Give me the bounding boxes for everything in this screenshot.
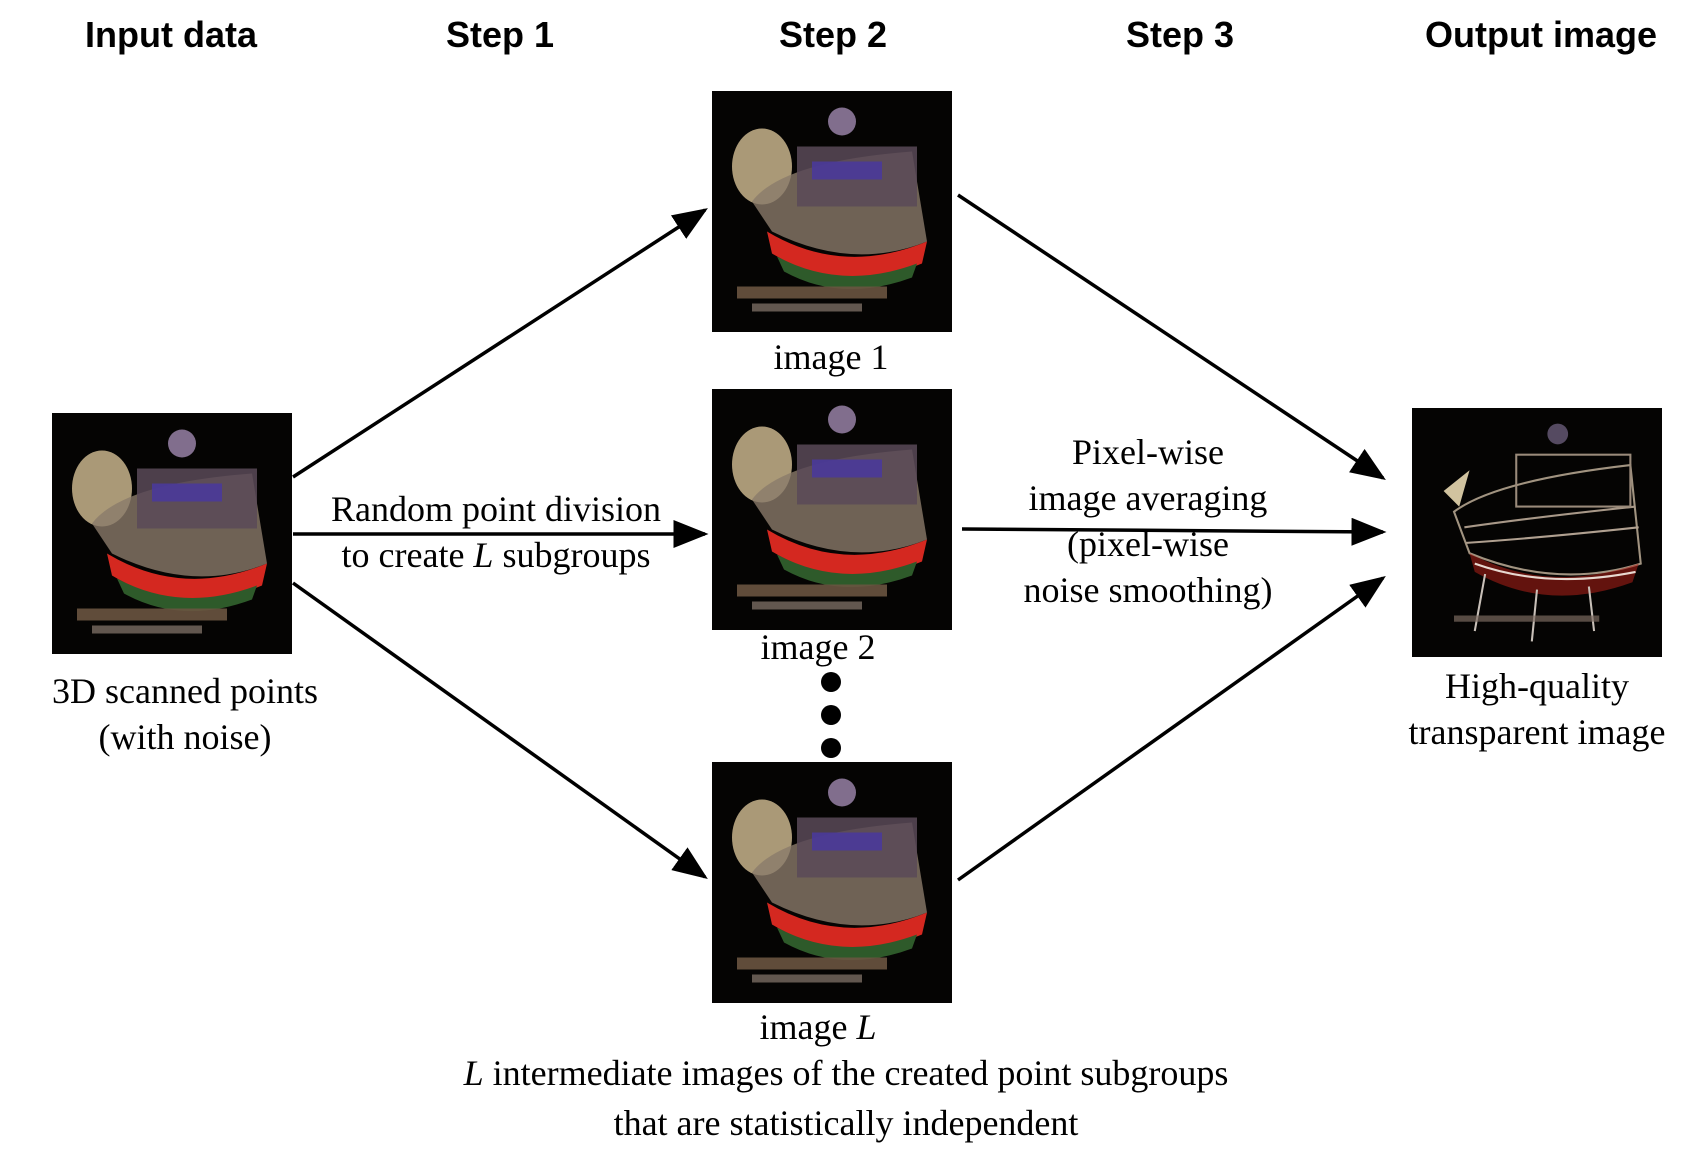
intermediate-image-L: [712, 762, 952, 1003]
step3-label-line2: image averaging: [1028, 478, 1268, 518]
step1-label-line2-post: subgroups: [493, 535, 651, 575]
intermediate-image-1: [712, 91, 952, 332]
transparent-ship-icon: [1443, 423, 1642, 642]
step3-label: Pixel-wise image averaging (pixel-wise n…: [1024, 429, 1273, 613]
output-label-line1: High-quality: [1445, 666, 1629, 706]
imageL-label: image L: [760, 1004, 877, 1050]
step1-label-line2-pre: to create: [341, 535, 474, 575]
header-step-2: Step 2: [778, 14, 888, 55]
input-label-line2: (with noise): [98, 717, 272, 757]
output-label: High-quality transparent image: [1409, 663, 1666, 755]
arrow-input-to-image1: [292, 208, 708, 479]
header-input-data: Input data: [85, 14, 257, 55]
intermediate-image-2: [712, 389, 952, 630]
step3-label-line3: (pixel-wise: [1067, 524, 1229, 564]
imageL-label-pre: image: [759, 1007, 857, 1047]
arrow-imageL-to-output: [956, 575, 1386, 882]
image1-label: image 1: [773, 337, 889, 377]
imageL-label-variable: L: [856, 1007, 877, 1047]
image2-label: image 2: [760, 627, 876, 667]
step3-label-line4: noise smoothing): [1023, 570, 1273, 610]
ellipsis-dot-3: [821, 738, 841, 758]
output-transparent-image: [1412, 408, 1662, 657]
ship-point-cloud-icon: [732, 107, 927, 312]
ellipsis-dot-2: [821, 705, 841, 725]
ship-point-cloud-icon: [732, 778, 927, 983]
step1-label-variable: L: [473, 535, 494, 575]
header-step-3: Step 3: [1125, 14, 1235, 55]
input-label-line1: 3D scanned points: [52, 671, 318, 711]
step1-label: Random point division to create L subgro…: [331, 486, 661, 578]
step1-label-line1: Random point division: [330, 489, 662, 529]
caption-line1: L intermediate images of the created poi…: [464, 1048, 1229, 1098]
ship-point-cloud-icon: [72, 429, 267, 634]
step3-label-line1: Pixel-wise: [1072, 432, 1224, 472]
output-label-line2: transparent image: [1408, 712, 1666, 752]
caption-line1-rest: intermediate images of the created point…: [483, 1053, 1229, 1093]
caption: L intermediate images of the created poi…: [464, 1048, 1229, 1148]
arrow-input-to-imageL: [291, 581, 708, 880]
caption-line2: that are statistically independent: [613, 1103, 1079, 1143]
input-label: 3D scanned points (with noise): [52, 668, 318, 760]
ellipsis-dot-1: [821, 672, 841, 692]
caption-variable: L: [463, 1053, 484, 1093]
arrow-image2-to-output: [961, 517, 1387, 546]
header-step-1: Step 1: [445, 14, 555, 55]
input-point-cloud-image: [52, 413, 292, 654]
arrow-image1-to-output: [957, 193, 1386, 480]
ship-point-cloud-icon: [732, 405, 927, 610]
step1-label-line2: to create L subgroups: [331, 532, 661, 578]
header-output-image: Output image: [1425, 14, 1657, 55]
